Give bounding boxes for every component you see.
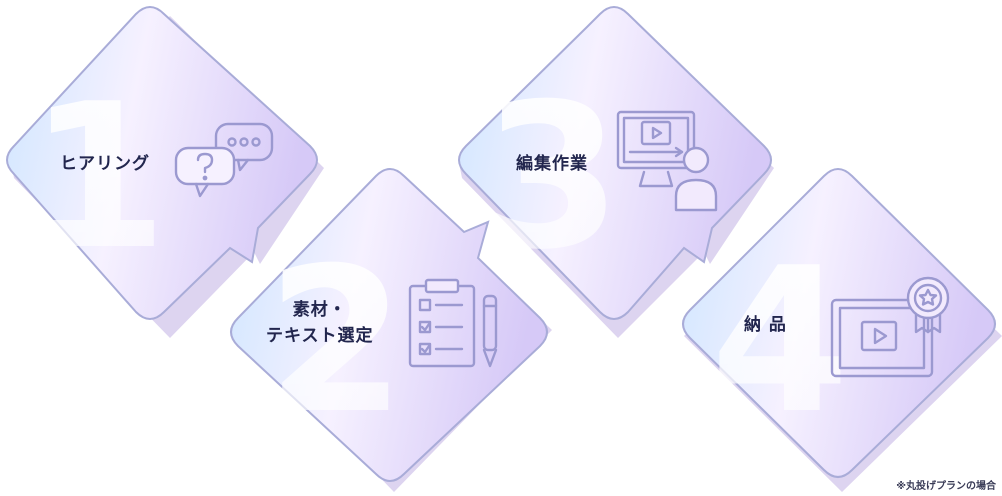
step-3-diamond (458, 6, 772, 320)
step-4-card: 4 (682, 168, 1002, 492)
step-4-label: 納 品 (744, 315, 787, 335)
chat-bubbles-icon (174, 122, 274, 198)
step-3-card: 3 (458, 6, 774, 338)
step-2-diamond (230, 168, 548, 482)
checklist-pencil-icon (408, 278, 498, 368)
step-1-label: ヒアリング (60, 154, 150, 174)
step-2-number: 2 (266, 225, 405, 458)
step-1-diamond (6, 6, 318, 320)
step-3-number: 3 (482, 61, 621, 294)
step-2-label: 素材・ テキスト選定 (266, 297, 374, 349)
step-3-label: 編集作業 (516, 154, 588, 174)
step-2-label-line1: 素材・ (292, 300, 347, 320)
step-1-card: 1 (6, 6, 324, 338)
step-1-number: 1 (28, 61, 167, 294)
plan-note: ※丸投げプランの場合 (896, 481, 996, 492)
step-2-label-line2: テキスト選定 (266, 326, 374, 346)
step-4-number: 4 (710, 225, 849, 458)
video-award-icon (830, 276, 950, 378)
monitor-editor-icon (616, 110, 718, 212)
step-2-card: 2 (230, 168, 552, 492)
